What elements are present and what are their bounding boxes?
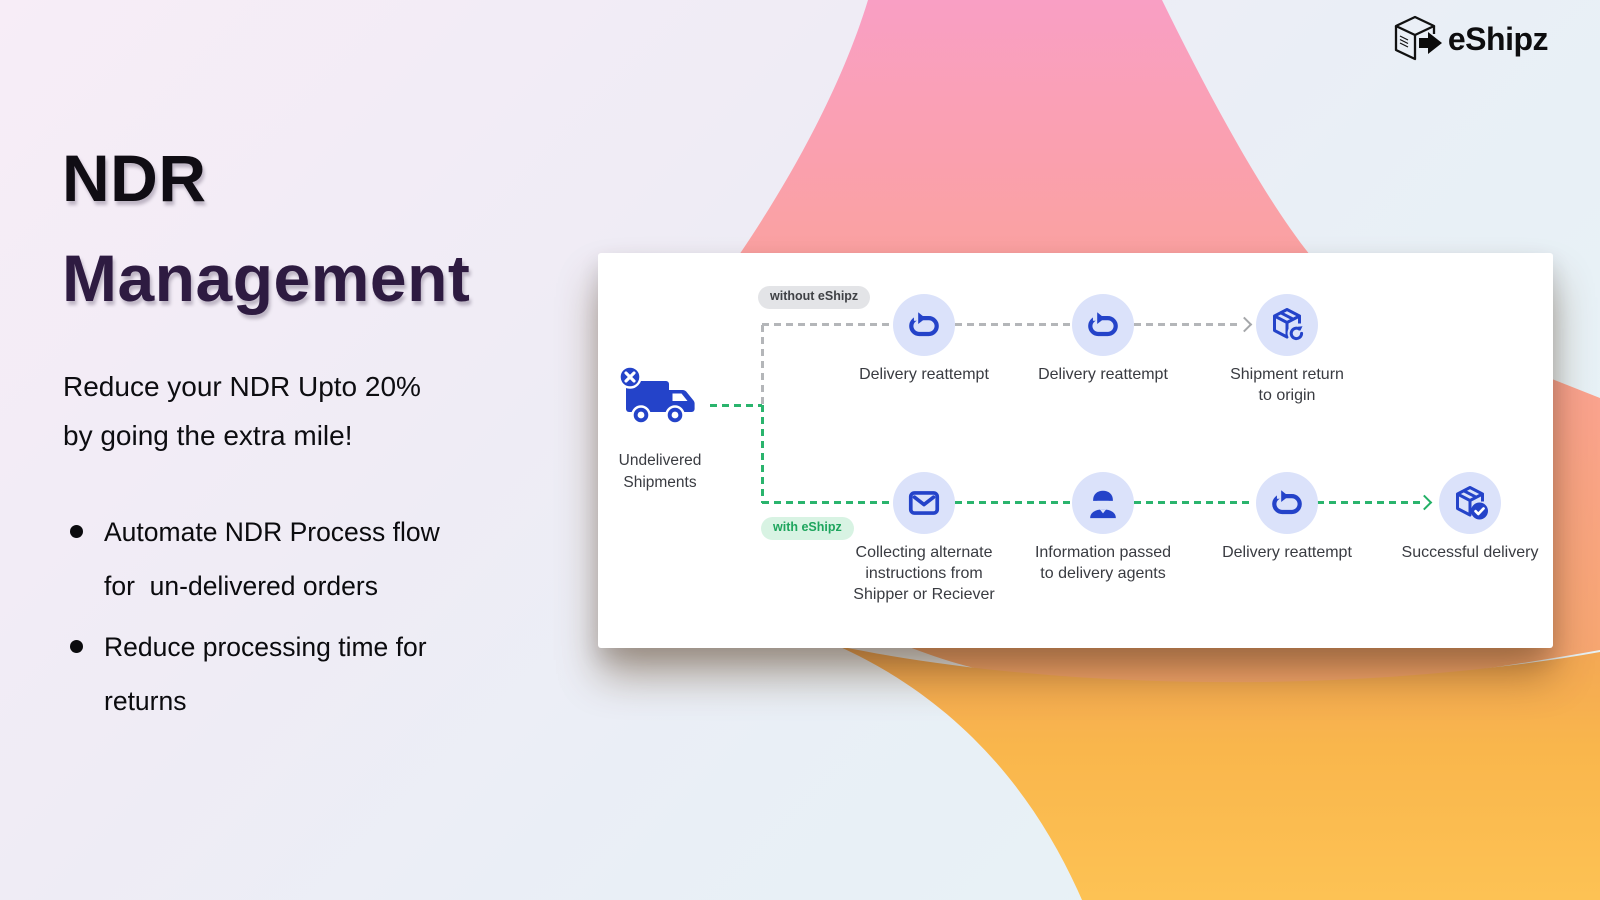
connector-source <box>710 404 762 407</box>
page-title: NDR Management <box>62 128 470 328</box>
bullet-icon <box>70 525 83 538</box>
arrowhead-gray <box>1236 316 1253 333</box>
arrowhead-green <box>1416 494 1433 511</box>
node-label: Delivery reattempt <box>859 366 989 383</box>
box-check-icon <box>1456 486 1488 520</box>
node-label: Successful delivery <box>1401 544 1539 561</box>
benefit-list: Automate NDR Process flow for un-deliver… <box>62 505 440 735</box>
truck-undelivered-icon <box>618 365 695 425</box>
loop-icon <box>1088 312 1118 337</box>
node-label: Delivery reattempt <box>1038 366 1168 383</box>
node-collect-instructions <box>893 472 955 534</box>
connector-with-1 <box>762 501 893 504</box>
list-item-text: Reduce processing time for returns <box>104 632 427 716</box>
node-delivery-reattempt-3 <box>1256 472 1318 534</box>
node-shipment-return <box>1256 294 1318 356</box>
connector-with-3 <box>1134 501 1254 504</box>
node-label: Collecting alternate instructions from S… <box>853 544 995 603</box>
connector-without-2 <box>955 323 1072 326</box>
list-item: Automate NDR Process flow for un-deliver… <box>62 505 440 613</box>
list-item: Reduce processing time for returns <box>62 620 440 728</box>
hero-subtitle: Reduce your NDR Upto 20% by going the ex… <box>63 371 421 451</box>
title-line-2: Management <box>62 241 471 315</box>
connector-without-3 <box>1134 323 1242 326</box>
without-eshipz-badge: without eShipz <box>758 286 871 309</box>
eshipz-box-arrow-icon <box>1394 15 1442 61</box>
connector-without-1 <box>762 323 893 326</box>
box-return-icon <box>1273 308 1306 342</box>
node-label: Shipment return to origin <box>1230 366 1344 404</box>
envelope-icon <box>908 491 940 515</box>
node-information-passed <box>1072 472 1134 534</box>
node-label: Delivery reattempt <box>1222 544 1352 561</box>
delivery-agent-icon <box>1090 490 1116 519</box>
connector-with-4 <box>1317 501 1422 504</box>
title-line-1: NDR <box>62 141 207 215</box>
with-eshipz-badge: with eShipz <box>761 517 854 540</box>
undelivered-shipments-label: Undelivered Shipments <box>618 452 702 491</box>
flow-diagram-card: Undelivered Shipments without eShipz wit… <box>598 253 1553 648</box>
connector-with-vertical <box>761 405 764 503</box>
connector-with-2 <box>955 501 1072 504</box>
node-delivery-reattempt-2 <box>1072 294 1134 356</box>
logo-text: eShipz <box>1447 20 1549 57</box>
bullet-icon <box>70 640 83 653</box>
node-successful-delivery <box>1439 472 1501 534</box>
undelivered-shipments-node <box>618 365 702 436</box>
eshipz-logo: eShipz <box>1384 12 1549 66</box>
list-item-text: Automate NDR Process flow for un-deliver… <box>104 517 440 601</box>
orange-blob <box>838 646 1600 900</box>
node-delivery-reattempt-1 <box>893 294 955 356</box>
loop-icon <box>909 312 939 337</box>
loop-icon <box>1272 490 1302 515</box>
connector-without-vertical <box>761 325 764 405</box>
node-label: Information passed to delivery agents <box>1034 544 1172 582</box>
